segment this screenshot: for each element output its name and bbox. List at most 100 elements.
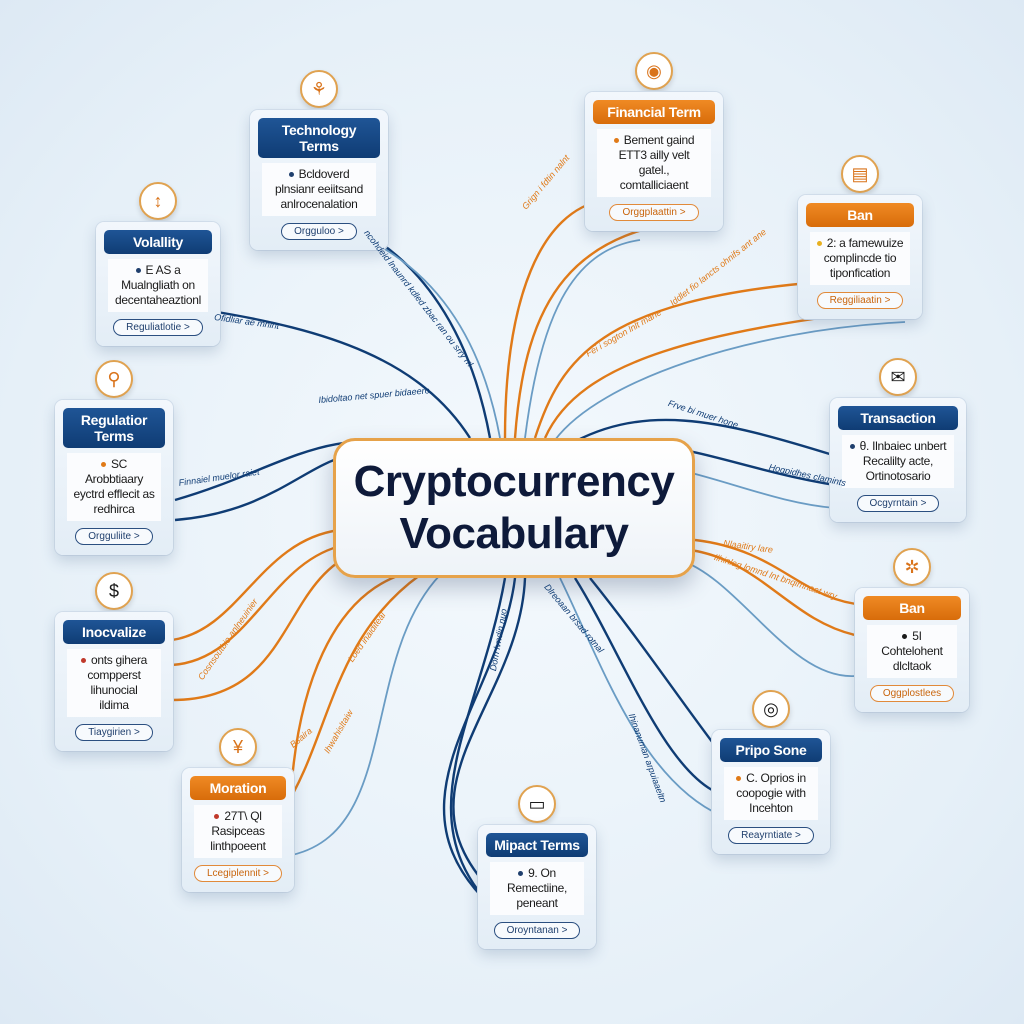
- description-line: redhirca: [93, 502, 135, 516]
- card-title: Ban: [806, 203, 914, 227]
- description-line: Ortinotosario: [865, 469, 931, 483]
- bullet-icon: [288, 172, 294, 178]
- dollar-tag-icon: $: [95, 572, 133, 610]
- description-line: Bement gaind: [623, 133, 695, 147]
- description-line: E AS a Mualngliath on: [121, 263, 195, 292]
- tools-icon: ✲: [893, 548, 931, 586]
- bullet-icon: [613, 138, 619, 144]
- connector-line: [679, 559, 856, 677]
- description-line: linthpoeent: [210, 839, 266, 853]
- card-link-button[interactable]: Reguliatlotie >: [113, 319, 203, 336]
- description-line: decentaheaztionl: [115, 293, 201, 307]
- description-line: plnsianr eeiitsand: [275, 182, 363, 196]
- card-link-button[interactable]: Lcegiplennit >: [194, 865, 282, 882]
- description-line: 5I Cohtelohent: [881, 629, 943, 658]
- card-link-button[interactable]: Oroyntanan >: [493, 922, 581, 939]
- card-title: Pripo Sone: [720, 738, 822, 762]
- card-link-button[interactable]: Orgguliite >: [75, 528, 153, 545]
- description-line: 27T\ Ql Rasipceas: [211, 809, 265, 838]
- description-line: θ. Ilnbaiec unbert: [859, 439, 947, 453]
- card-link-button[interactable]: Ocgyrntain >: [856, 495, 940, 512]
- central-topic[interactable]: Cryptocurrency Vocabulary: [333, 438, 695, 578]
- connector-line: [354, 226, 492, 439]
- card-title: Transaction: [838, 406, 958, 430]
- central-title-line1: Cryptocurrency: [353, 457, 675, 506]
- description-line: comtalliciaent: [619, 178, 689, 192]
- description-line: onts gihera: [90, 653, 148, 667]
- description-line: complincde tio: [823, 251, 897, 265]
- connector-line: [291, 574, 441, 856]
- description-line: dlcltaok: [892, 659, 932, 673]
- connector-line: [171, 528, 341, 642]
- connector-line: [533, 280, 821, 439]
- connector-line: [452, 577, 527, 881]
- description-line: Bcldoverd: [298, 167, 350, 181]
- card-link-button[interactable]: Orgguloo >: [281, 223, 357, 240]
- description-line: Recalilty acte,: [862, 454, 934, 468]
- description-line: ildima: [99, 698, 129, 712]
- connector-line: [171, 553, 351, 702]
- card-description: 9. On Remectiine,peneant: [490, 862, 584, 915]
- card-title: Regulatior Terms: [63, 408, 165, 448]
- bullet-icon: [849, 444, 855, 450]
- card-link-button[interactable]: Orggplaattin >: [609, 204, 699, 221]
- bullet-icon: [135, 268, 141, 274]
- description-line: eyctrd efflecit as: [73, 487, 155, 501]
- description-line: Incehton: [749, 801, 793, 815]
- description-line: compperst lihunocial: [87, 668, 141, 697]
- bullet-icon: [80, 658, 86, 664]
- card-link-button[interactable]: Tiaygirien >: [75, 724, 153, 741]
- envelope-icon: ✉: [879, 358, 917, 396]
- bullet-icon: [214, 814, 220, 820]
- connector-line: [443, 577, 517, 906]
- connector-line: [171, 543, 346, 667]
- bullet-icon: [518, 871, 524, 877]
- connector-line: [503, 198, 606, 439]
- up-down-arrow-icon: ↕: [139, 182, 177, 220]
- connector-line: [364, 237, 501, 439]
- connector-line: [689, 548, 856, 637]
- description-line: ETT3 ailly velt gatel.,: [618, 148, 690, 177]
- document-icon: ▤: [841, 155, 879, 193]
- bullet-icon: [736, 776, 742, 782]
- hands-icon: ⚘: [300, 70, 338, 108]
- card-link-button[interactable]: Reggiliaatin >: [816, 292, 904, 309]
- card-link-button[interactable]: Oggplostlees: [869, 685, 955, 702]
- connector-line: [449, 577, 507, 916]
- description-line: anlrocenalation: [280, 197, 358, 211]
- description-line: tiponfication: [829, 266, 891, 280]
- description-line: 2: a famewuize: [826, 236, 904, 250]
- description-line: SC Arobbtiaary: [84, 457, 144, 486]
- card-title: Mipact Terms: [486, 833, 588, 857]
- card-title: Moration: [190, 776, 286, 800]
- card-link-button[interactable]: Reayrntiate >: [728, 827, 814, 844]
- card-title: Ban: [863, 596, 961, 620]
- description-line: C. Oprios in: [746, 771, 806, 785]
- connector-line: [281, 574, 421, 813]
- description-line: coopogie with: [736, 786, 806, 800]
- connector-line: [204, 308, 472, 439]
- connector-line: [559, 418, 834, 457]
- badge-icon: ▭: [518, 785, 556, 823]
- card-title: Volallity: [104, 230, 212, 254]
